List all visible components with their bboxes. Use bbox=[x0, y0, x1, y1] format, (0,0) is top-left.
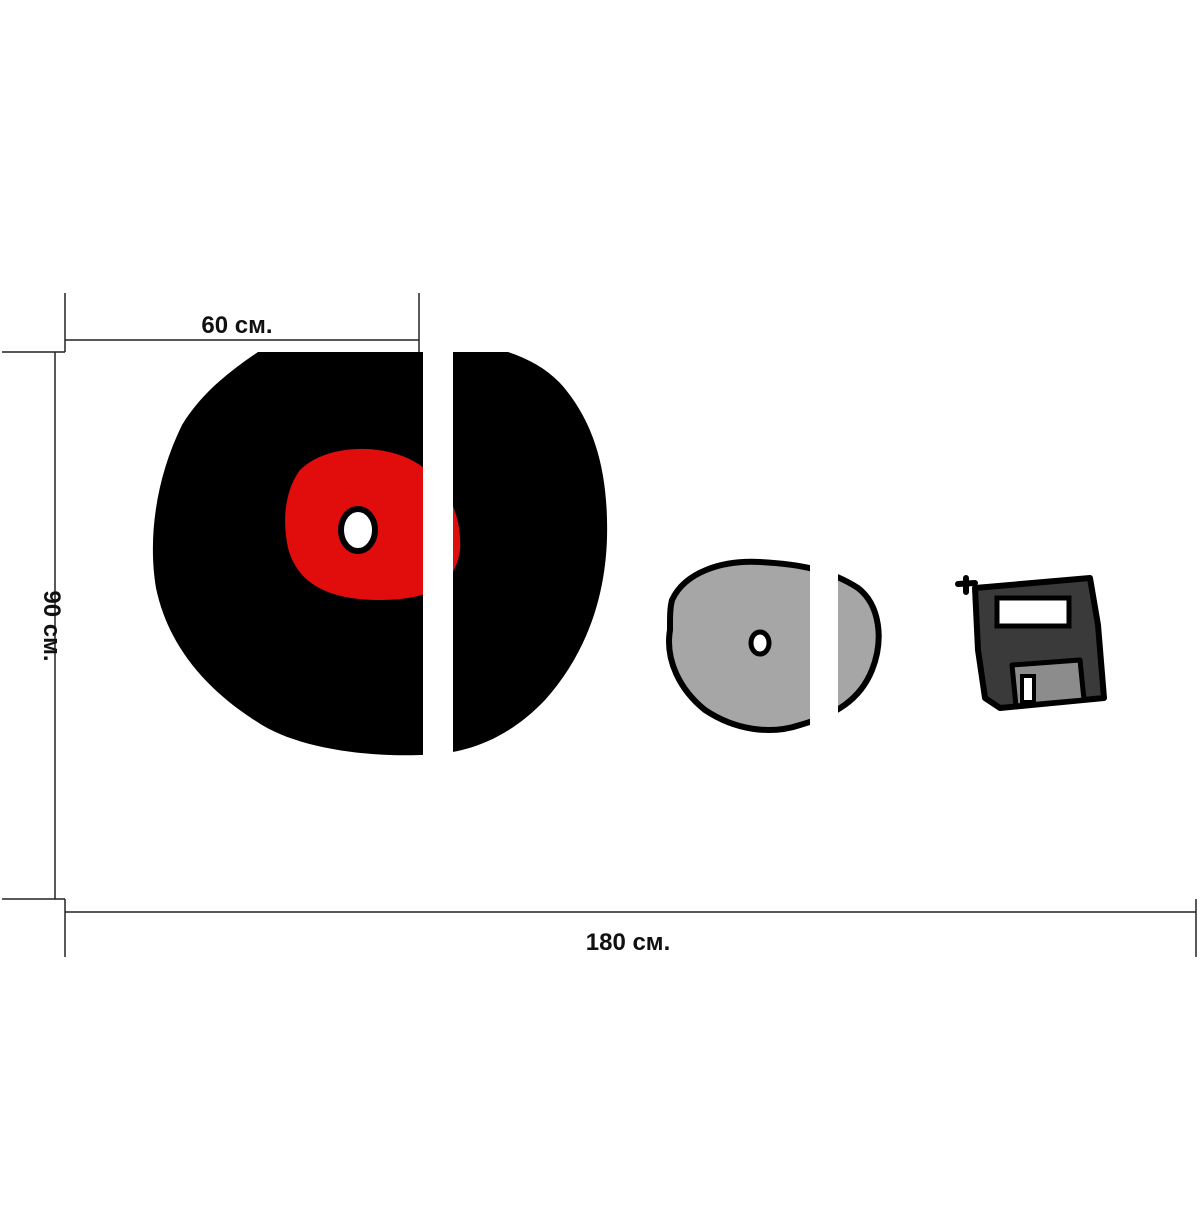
floppy-disk-label bbox=[994, 595, 1072, 629]
floppy-disk-corner-tab bbox=[955, 575, 978, 595]
width-label: 60 см. bbox=[201, 312, 272, 339]
panel-separators bbox=[423, 340, 838, 910]
compact-disc-icon bbox=[666, 558, 882, 733]
compact-disc-body bbox=[666, 558, 882, 733]
floppy-disk-icon bbox=[955, 575, 1107, 711]
vinyl-spindle-hole bbox=[338, 506, 378, 554]
panel-gap-2 bbox=[810, 340, 838, 910]
vinyl-record-icon bbox=[152, 352, 608, 756]
dimension-markings bbox=[2, 293, 1197, 957]
total-width-label: 180 см. bbox=[586, 929, 670, 956]
floppy-disk-shutter-slot bbox=[1020, 674, 1036, 704]
panel-gap-1 bbox=[423, 340, 453, 910]
height-label: 90 см. bbox=[38, 590, 65, 661]
artwork bbox=[152, 352, 1107, 756]
compact-disc-hole bbox=[748, 629, 772, 657]
